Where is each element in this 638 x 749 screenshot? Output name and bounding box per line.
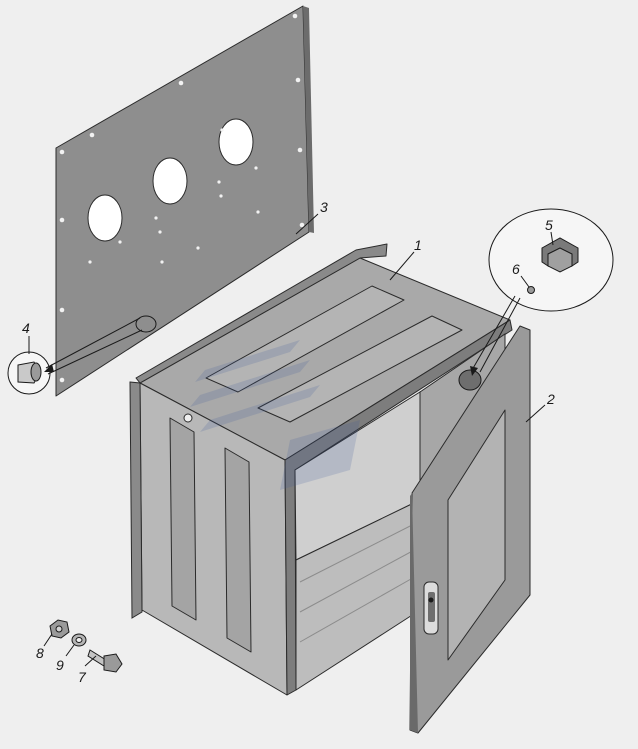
- panel-detail-marker: [135, 315, 157, 333]
- side-rib-1: [169, 417, 197, 621]
- leader-lines: [28, 213, 554, 667]
- floor-ribs: [299, 521, 419, 643]
- bushing-part-4: [7, 317, 143, 395]
- detail-view: [470, 208, 614, 376]
- callout-9: 9: [56, 657, 64, 673]
- detail-arrowhead: [470, 366, 478, 376]
- panel-hole-2: [152, 157, 188, 205]
- panel-hole-3: [218, 118, 254, 166]
- nut-icon: [49, 619, 70, 639]
- callout-1: 1: [414, 237, 422, 253]
- bushing-arrowhead: [44, 364, 54, 372]
- side-hole: [183, 413, 193, 423]
- door-edge-shade: [410, 493, 418, 733]
- watermark: [190, 340, 360, 490]
- bushing-icon: [17, 361, 42, 384]
- bolt-icon: [87, 649, 123, 673]
- detail-arrow-2: [479, 297, 521, 373]
- screw-icon: [527, 286, 535, 294]
- mounting-panel-part-3: [55, 5, 314, 397]
- callout-5: 5: [545, 217, 553, 233]
- callout-8: 8: [36, 645, 44, 661]
- detail-arrow-1: [471, 295, 516, 371]
- top-rib-2: [257, 315, 463, 423]
- latch-icon: [423, 581, 439, 635]
- side-rib-2: [224, 447, 252, 653]
- bushing-arrow-1: [45, 317, 141, 369]
- callout-6: 6: [512, 261, 520, 277]
- panel-hole-1: [87, 194, 123, 242]
- callout-7: 7: [78, 669, 87, 685]
- callout-2: 2: [546, 391, 555, 407]
- box-left-flange: [129, 381, 143, 619]
- washer-icon: [71, 633, 87, 647]
- panel-mounting-holes: [59, 13, 305, 383]
- hardware: [49, 619, 123, 673]
- door-inner-recess: [447, 409, 506, 661]
- top-rib-1: [205, 285, 405, 393]
- bushing-arrow-2: [47, 329, 143, 375]
- hinge-clip-marker: [458, 369, 482, 391]
- door-part-2: [409, 325, 531, 734]
- callout-4: 4: [22, 320, 30, 336]
- clip-icon: [541, 237, 579, 273]
- panel-edge-shade: [303, 6, 314, 233]
- callout-3: 3: [320, 199, 328, 215]
- box-body-part-1: [129, 243, 513, 696]
- callouts: 1 2 3 4 5 6 7 8 9: [22, 199, 555, 685]
